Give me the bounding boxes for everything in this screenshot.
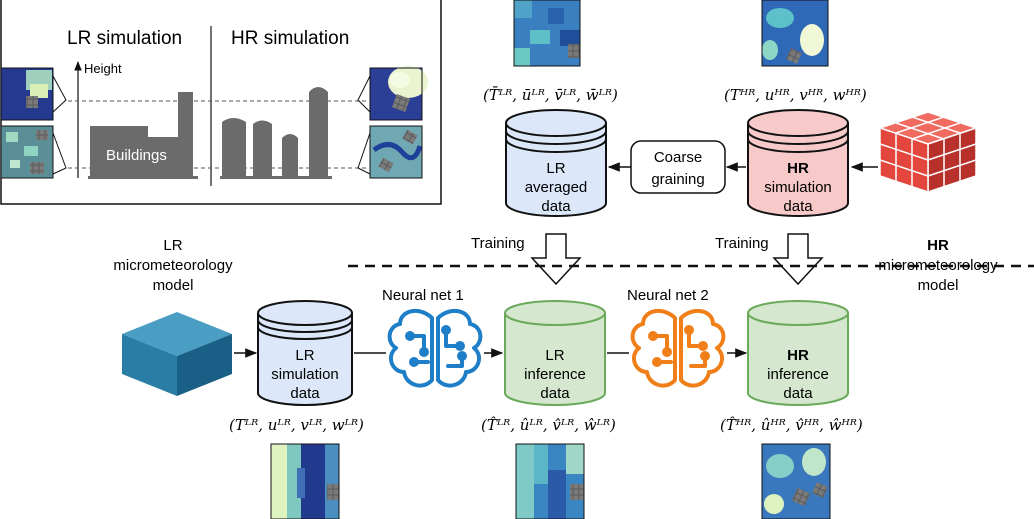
training-arrow-right bbox=[772, 233, 824, 286]
inset-hr-thumb-top bbox=[369, 66, 428, 121]
hr-simulation-db: HR simulation data bbox=[747, 109, 849, 217]
lr-model-line1: LR bbox=[163, 237, 182, 254]
hr-inf-db-line1: HR bbox=[787, 347, 809, 364]
neural-net-1-icon bbox=[387, 308, 483, 388]
inset-panel: LR simulation HR simulation Height Build… bbox=[0, 0, 442, 205]
lr-model-cube-icon bbox=[122, 312, 232, 396]
hr-inf-db-line3: data bbox=[783, 385, 813, 402]
neural-net-2-label: Neural net 2 bbox=[627, 287, 709, 304]
lr-averaged-db: LR averaged data bbox=[505, 109, 607, 217]
hr-inf-vars: (T̂ᴴᴿ, ûᴴᴿ, v̂ᴴᴿ, ŵᴴᴿ) bbox=[720, 416, 863, 434]
hr-model-cube-icon bbox=[877, 110, 979, 194]
hr-model-line1: HR bbox=[927, 237, 949, 254]
lr-inf-vars: (T̂ᴸᴿ, ûᴸᴿ, v̂ᴸᴿ, ŵᴸᴿ) bbox=[481, 416, 616, 434]
hr-model-line3: model bbox=[918, 277, 959, 294]
lr-inf-db-line3: data bbox=[540, 385, 570, 402]
lr-averaged-vars: (T̄ᴸᴿ, ūᴸᴿ, v̄ᴸᴿ, w̄ᴸᴿ) bbox=[483, 86, 618, 104]
training-arrow-left bbox=[530, 233, 582, 286]
lr-simulation-title: LR simulation bbox=[67, 28, 182, 49]
coarse-graining-line1: Coarse bbox=[654, 149, 702, 166]
training-label-right: Training bbox=[715, 235, 769, 252]
lr-inference-db: LR inference data bbox=[504, 300, 606, 406]
lr-inf-db-line2: inference bbox=[524, 366, 586, 383]
hr-inf-thumb bbox=[761, 443, 831, 519]
hr-simulation-db-line3: data bbox=[783, 198, 813, 215]
lr-inf-db-line1: LR bbox=[545, 347, 564, 364]
hr-simulation-thumb bbox=[761, 0, 829, 67]
buildings-label: Buildings bbox=[106, 147, 167, 164]
neural-net-2-icon bbox=[630, 308, 726, 388]
lr-sim-vars: (Tᴸᴿ, uᴸᴿ, vᴸᴿ, wᴸᴿ) bbox=[229, 416, 364, 434]
neural-net-1-label: Neural net 1 bbox=[382, 287, 464, 304]
lr-model-line3: model bbox=[153, 277, 194, 294]
lr-averaged-db-line1: LR bbox=[546, 160, 565, 177]
hr-simulation-vars: (Tᴴᴿ, uᴴᴿ, vᴴᴿ, wᴴᴿ) bbox=[724, 86, 867, 104]
inset-hr-thumb-bottom bbox=[369, 125, 423, 179]
lr-inf-thumb bbox=[515, 443, 585, 519]
hr-simulation-title: HR simulation bbox=[231, 28, 349, 49]
lr-averaged-db-line3: data bbox=[541, 198, 571, 215]
hr-simulation-db-line2: simulation bbox=[764, 179, 832, 196]
training-label-left: Training bbox=[471, 235, 525, 252]
height-label: Height bbox=[84, 61, 122, 76]
inset-lr-thumb-top bbox=[0, 67, 54, 121]
coarse-graining-box: Coarse graining bbox=[630, 140, 726, 194]
coarse-graining-line2: graining bbox=[651, 171, 704, 188]
lr-buildings bbox=[88, 92, 198, 179]
hr-buildings bbox=[220, 87, 332, 179]
lr-sim-db-line1: LR bbox=[295, 347, 314, 364]
inset-lr-thumb-bottom bbox=[0, 125, 54, 179]
lr-sim-db-line3: data bbox=[290, 385, 320, 402]
hr-model-line2: micrometeorology bbox=[878, 257, 998, 274]
lr-averaged-db-line2: averaged bbox=[525, 179, 588, 196]
hr-inf-db-line2: inference bbox=[767, 366, 829, 383]
lr-sim-thumb bbox=[270, 443, 340, 519]
hr-inference-db: HR inference data bbox=[747, 300, 849, 406]
hr-simulation-db-line1: HR bbox=[787, 160, 809, 177]
lr-averaged-thumb bbox=[513, 0, 581, 67]
lr-model-line2: micrometeorology bbox=[113, 257, 233, 274]
lr-simulation-db: LR simulation data bbox=[257, 300, 353, 406]
lr-sim-db-line2: simulation bbox=[271, 366, 339, 383]
